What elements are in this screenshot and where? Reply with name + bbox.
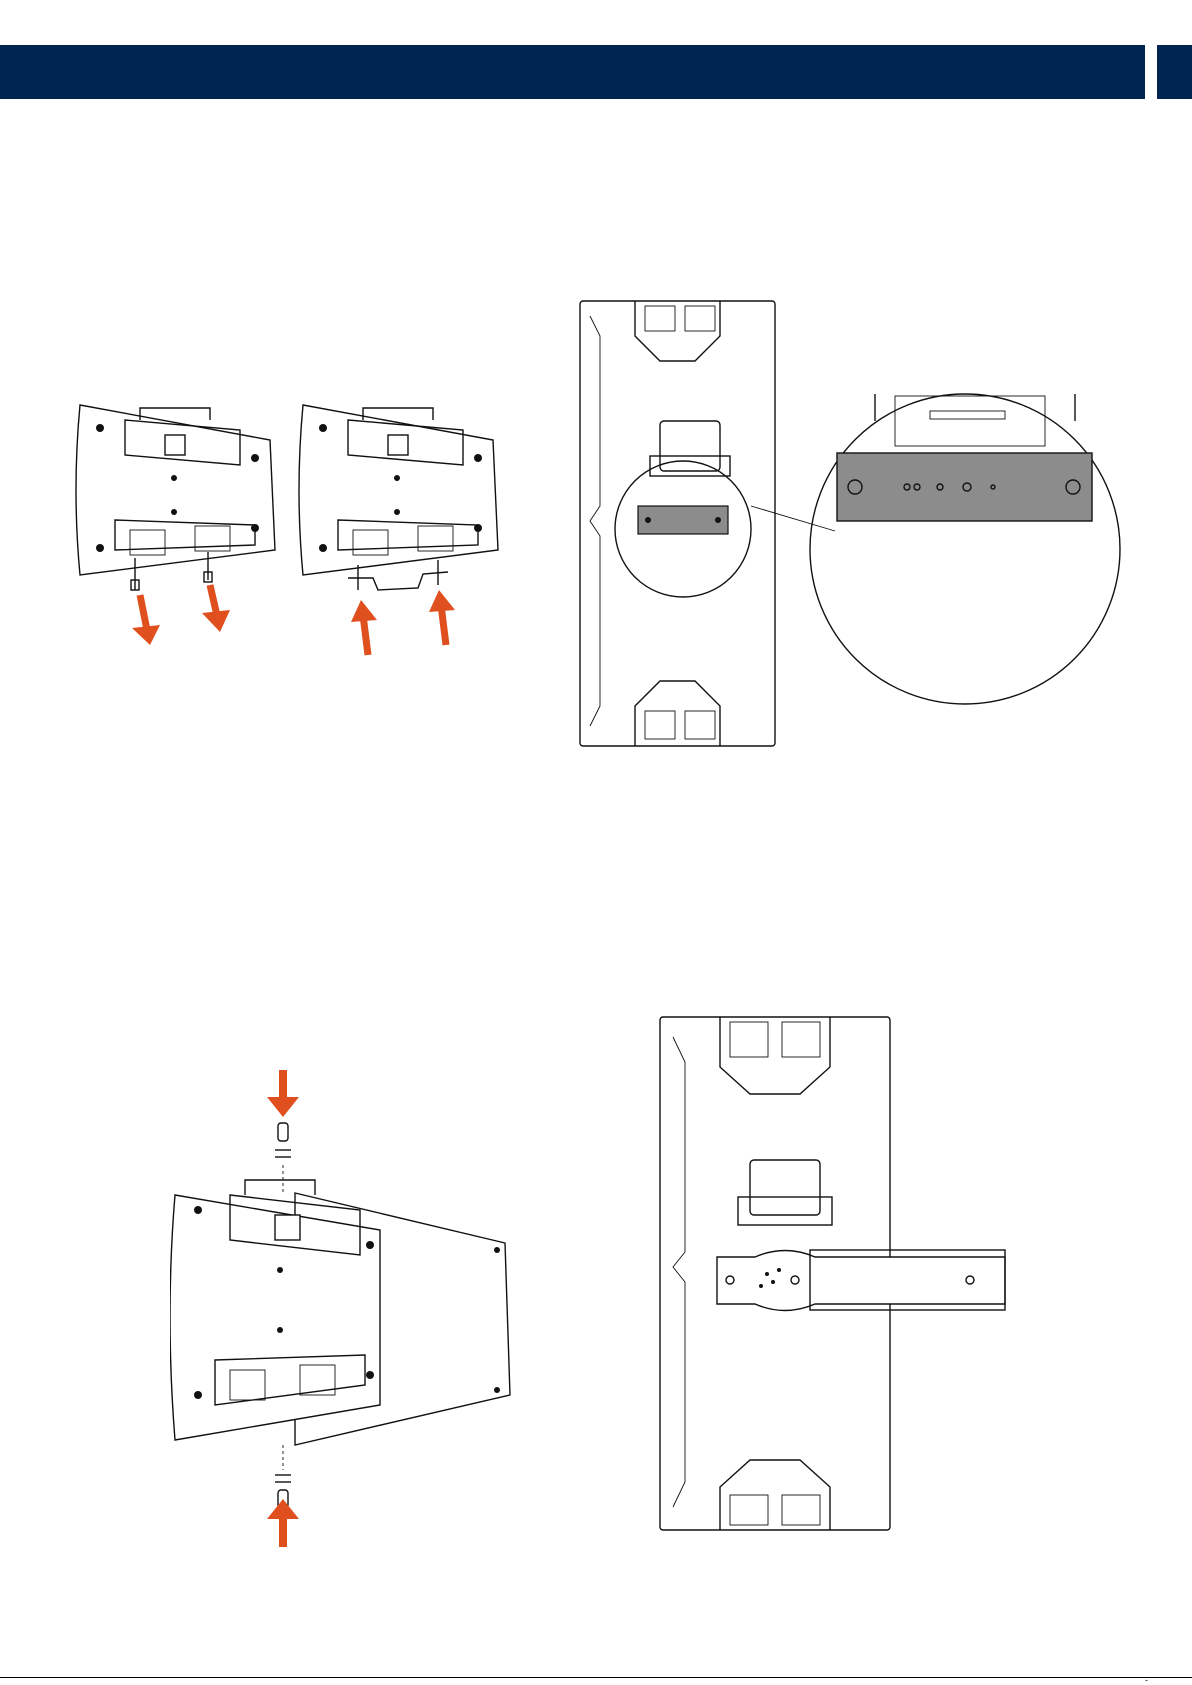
- arrow-down-left-icon: [132, 595, 160, 645]
- speaker-side-view-icon: [70, 400, 285, 665]
- page-number: -: [1145, 1675, 1148, 1685]
- arrow-up-bottom-icon: [263, 1497, 303, 1547]
- figure-side-bracket-mount: [170, 1065, 550, 1515]
- speaker-side-view-mounted-icon: [170, 1065, 550, 1515]
- header-bar: [0, 45, 1145, 99]
- magnified-detail-icon: [810, 394, 1120, 704]
- arrow-up-left-icon: [351, 600, 377, 655]
- speaker-front-view-arm-icon: [655, 1012, 1030, 1537]
- figure-front-view-detail: [575, 296, 1135, 756]
- arrow-up-right-icon: [429, 590, 455, 645]
- arrow-down-top-icon: [267, 1070, 299, 1117]
- bracket-arm-icon: [717, 1250, 1005, 1311]
- footer-line: [0, 1677, 1192, 1678]
- figure-remove-pins: [70, 400, 285, 665]
- arrow-down-right-icon: [202, 585, 230, 632]
- figure-insert-bracket: [293, 400, 508, 665]
- speaker-front-view-icon: [575, 296, 1135, 756]
- figure-front-bracket-mount: [655, 1012, 1030, 1537]
- header-tab: [1157, 45, 1192, 99]
- speaker-side-view-bracket-icon: [293, 400, 508, 665]
